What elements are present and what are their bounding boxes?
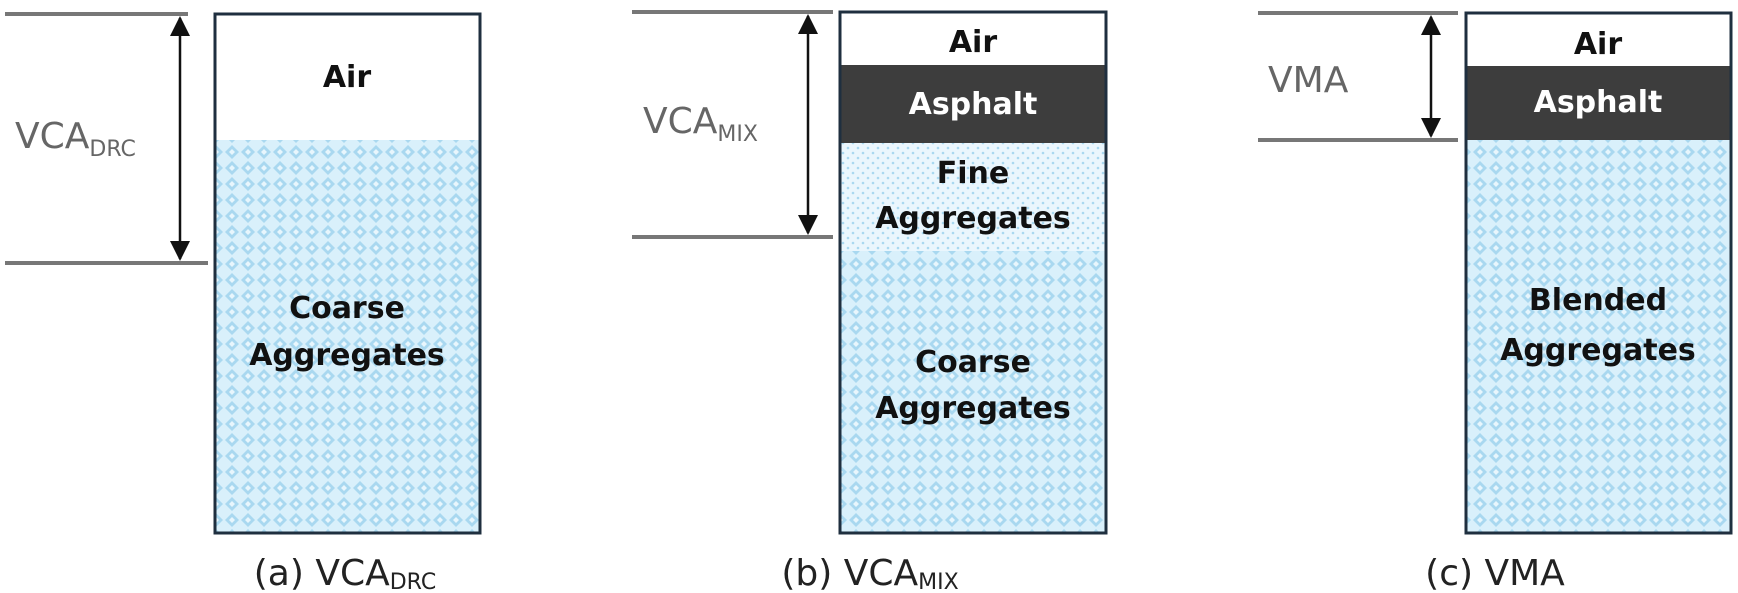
asphalt-label-c: Asphalt <box>1534 85 1663 120</box>
blended-label-c-1: Blended <box>1529 283 1667 318</box>
box-outline-c <box>1464 11 1733 535</box>
dim-label-a: VCADRC <box>15 116 136 162</box>
blended-aggregate-layer-c <box>1466 140 1731 533</box>
air-layer-a <box>215 14 480 140</box>
fine-aggregate-layer-b <box>840 143 1106 251</box>
coarse-label-b-2: Aggregates <box>875 391 1071 426</box>
air-label-a: Air <box>323 60 372 95</box>
dim-label-b: VCAMIX <box>643 101 758 147</box>
air-layer-c <box>1466 13 1731 66</box>
box-outline-a <box>213 12 482 535</box>
coarse-aggregate-layer-b <box>840 251 1106 533</box>
box-outline-b <box>838 10 1108 535</box>
blended-label-c-2: Aggregates <box>1500 333 1696 368</box>
caption-a: (a) VCADRC <box>254 553 436 593</box>
dim-label-c: VMA <box>1268 60 1349 101</box>
asphalt-label-b: Asphalt <box>909 87 1038 122</box>
coarse-label-a-1: Coarse <box>289 291 405 326</box>
fine-label-b-1: Fine <box>937 156 1009 191</box>
fine-label-b-2: Aggregates <box>875 201 1071 236</box>
asphalt-layer-b <box>840 65 1106 143</box>
air-label-c: Air <box>1574 27 1623 62</box>
coarse-label-a-2: Aggregates <box>249 338 445 373</box>
caption-b: (b) VCAMIX <box>781 553 958 593</box>
air-label-b: Air <box>949 25 998 60</box>
coarse-label-b-1: Coarse <box>915 345 1031 380</box>
caption-c: (c) VMA <box>1425 553 1565 593</box>
diagram-a: VCADRC Air Coarse Aggregates (a) VCADRC <box>5 12 482 593</box>
coarse-aggregate-layer-a <box>215 140 480 533</box>
air-layer-b <box>840 12 1106 65</box>
asphalt-layer-c <box>1466 66 1731 140</box>
diagram-b: VCAMIX Air Asphalt Fine Aggregates Coars… <box>632 10 1108 593</box>
diagram-c: VMA Air Asphalt Blended Aggregates (c) V… <box>1258 11 1733 593</box>
